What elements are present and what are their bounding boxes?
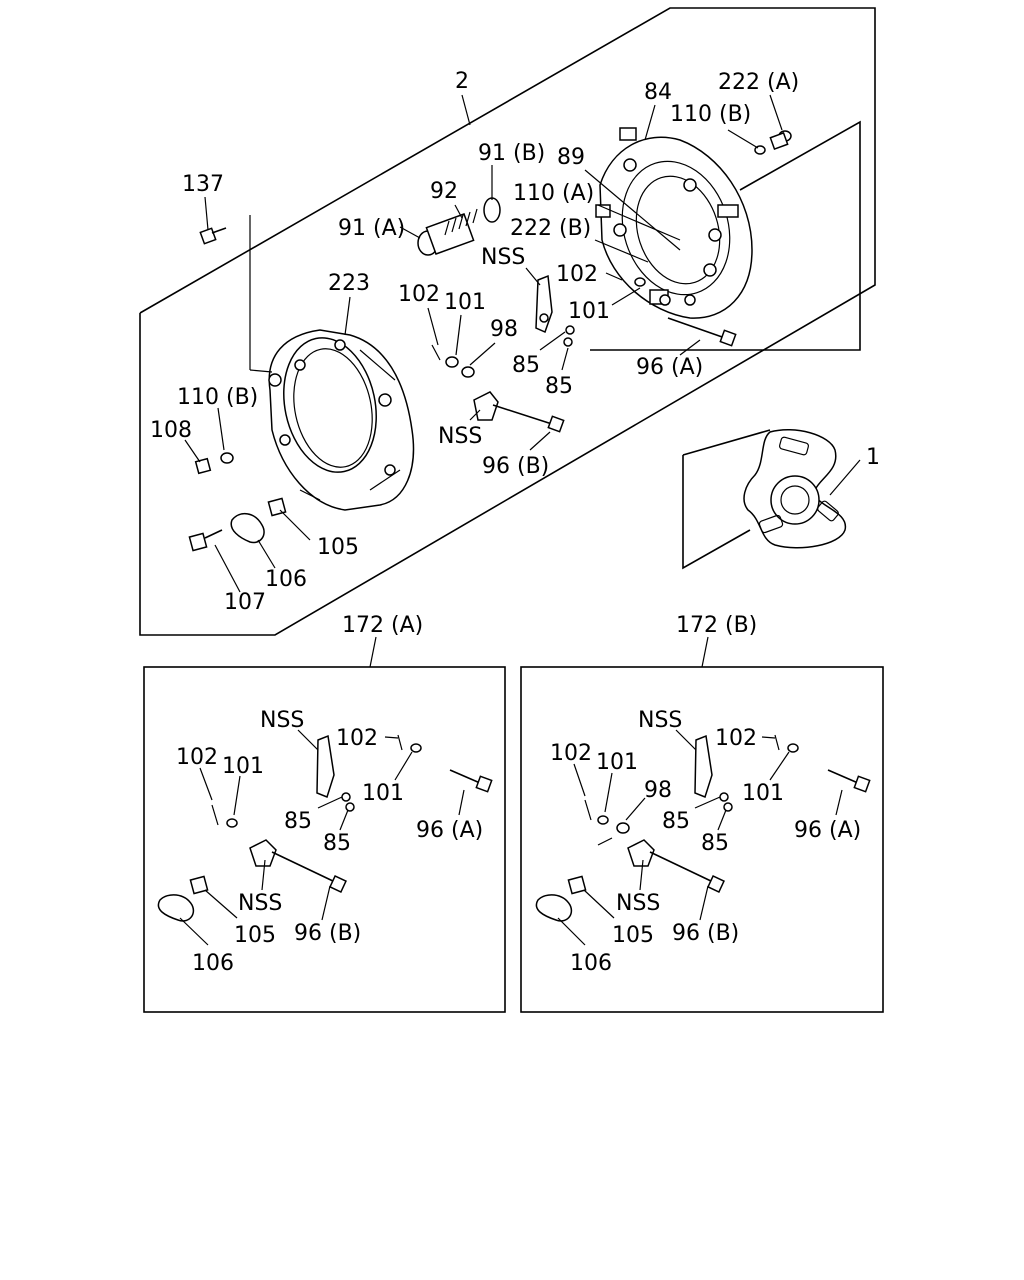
label-222b: 222 (B) [510, 216, 591, 241]
label-96b: 96 (B) [482, 454, 549, 479]
pressure-plate-223 [268, 329, 415, 511]
label-137: 137 [182, 172, 224, 197]
kit-b-nss-1: NSS [638, 708, 682, 733]
kit-a-85-b: 85 [323, 831, 351, 856]
kit-a-96b: 96 (B) [294, 921, 361, 946]
kit-b-102-left: 102 [550, 741, 592, 766]
label-108: 108 [150, 418, 192, 443]
kit-b-106: 106 [570, 951, 612, 976]
kit-b-box: 172 (B) NSS 102 102 1 [520, 613, 884, 1013]
label-96a: 96 (A) [636, 355, 703, 380]
label-102-mid: 102 [398, 282, 440, 307]
kit-a-102-right: 102 [336, 726, 378, 751]
kit-b-85-a: 85 [662, 809, 690, 834]
label-85-b: 85 [545, 374, 573, 399]
label-92: 92 [430, 179, 458, 204]
kit-b-85-b: 85 [701, 831, 729, 856]
label-nss-mid: NSS [438, 424, 482, 449]
kit-b-98: 98 [644, 778, 672, 803]
label-102-top: 102 [556, 262, 598, 287]
kit-a-box: 172 (A) NSS 102 102 101 101 [143, 613, 506, 1013]
label-91b: 91 (B) [478, 141, 545, 166]
label-107: 107 [224, 590, 266, 615]
kit-a-title: 172 (A) [342, 613, 423, 638]
kit-b-96a: 96 (A) [794, 818, 861, 843]
nss-yoke-mid [473, 391, 565, 433]
kit-b-102-right: 102 [715, 726, 757, 751]
label-nss-top: NSS [481, 245, 525, 270]
kit-a-nss-2: NSS [238, 891, 282, 916]
nss-lever-top [535, 274, 553, 334]
clutch-cover-84 [595, 127, 753, 319]
kit-a-nss-1: NSS [260, 708, 304, 733]
label-91a: 91 (A) [338, 216, 405, 241]
label-101-mid: 101 [444, 290, 486, 315]
label-106: 106 [265, 567, 307, 592]
label-98: 98 [490, 317, 518, 342]
spring-assembly-92 [417, 197, 501, 256]
label-110a: 110 (A) [513, 181, 594, 206]
kit-a-105: 105 [234, 923, 276, 948]
label-101-right: 101 [568, 299, 610, 324]
label-89: 89 [557, 145, 585, 170]
kit-a-85-a: 85 [284, 809, 312, 834]
kit-a-106: 106 [192, 951, 234, 976]
kit-a-96a: 96 (A) [416, 818, 483, 843]
kit-b-101-left: 101 [596, 750, 638, 775]
kit-a-101-left: 101 [222, 754, 264, 779]
label-1: 1 [866, 445, 880, 470]
bolt-96a [667, 317, 737, 347]
label-110b-left: 110 (B) [177, 385, 258, 410]
clutch-disc-1 [682, 428, 846, 570]
bolt-137 [199, 227, 227, 245]
main-labels: 2 137 92 91 (B) 91 (A) 84 222 (A) 110 (B… [150, 69, 880, 615]
kit-b-105: 105 [612, 923, 654, 948]
main-leader-lines [184, 94, 861, 593]
kit-b-title: 172 (B) [676, 613, 757, 638]
kit-a-101-right: 101 [362, 781, 404, 806]
kit-b-nss-2: NSS [616, 891, 660, 916]
label-223: 223 [328, 271, 370, 296]
kit-b-101-right: 101 [742, 781, 784, 806]
kit-a-102-left: 102 [176, 745, 218, 770]
label-105: 105 [317, 535, 359, 560]
kit-b-96b: 96 (B) [672, 921, 739, 946]
label-2: 2 [455, 69, 469, 94]
main-assembly-frame [139, 7, 876, 636]
label-85-a: 85 [512, 353, 540, 378]
label-222a: 222 (A) [718, 70, 799, 95]
label-84: 84 [644, 80, 672, 105]
label-110b-top: 110 (B) [670, 102, 751, 127]
